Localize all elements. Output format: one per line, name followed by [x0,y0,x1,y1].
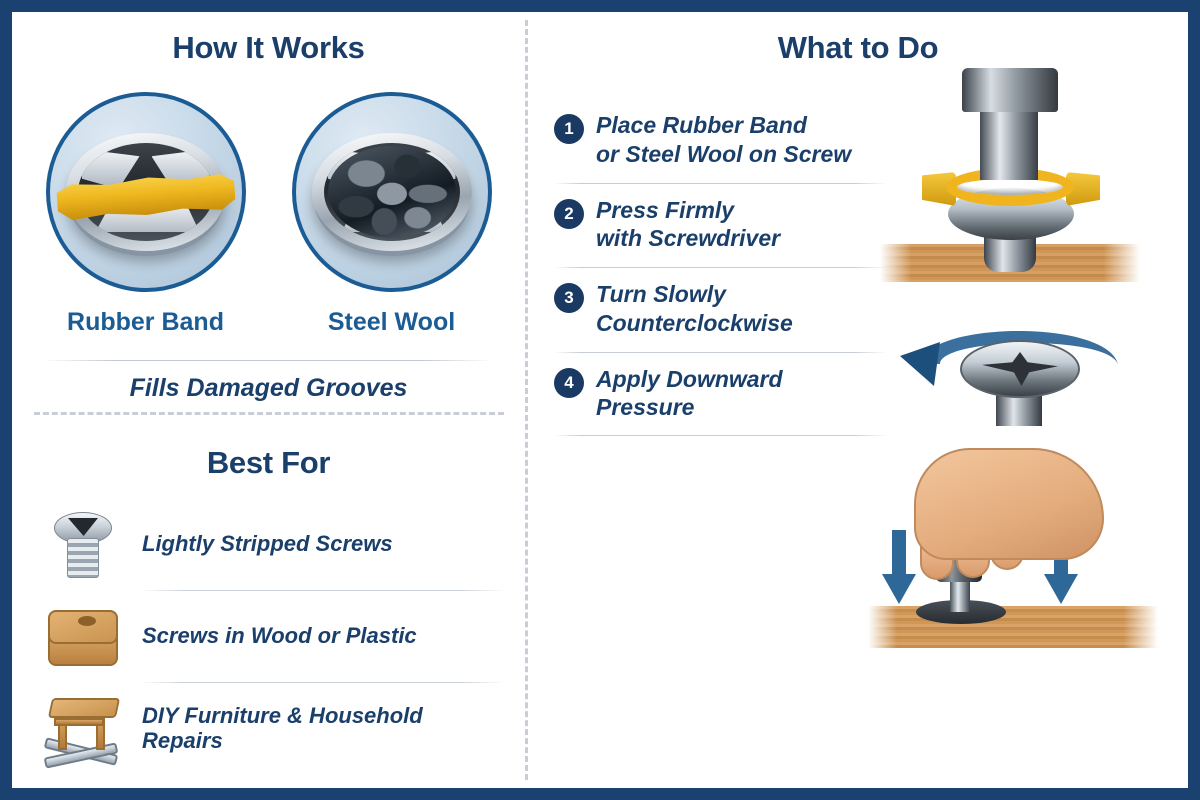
best-for-list: Lightly Stripped Screws Screws in Wood o… [40,498,505,774]
step-item: 1 Place Rubber Band or Steel Wool on Scr… [554,98,879,183]
screw-head-with-steel-wool-icon [291,92,492,292]
screwdriver-shaft-shape [980,110,1038,180]
wood-plank-shape [868,606,1158,648]
medallion-label: Steel Wool [327,308,456,336]
medallion-label: Rubber Band [67,308,224,336]
step-number-badge: 2 [554,198,584,229]
how-it-works-title: How It Works [172,30,365,65]
vertical-panel-divider [525,20,528,780]
list-item: DIY Furniture & Household Repairs [40,682,505,774]
wood-block-icon [40,596,126,676]
medallion-rubber-band: Rubber Band [41,92,251,337]
table-apron-shape [54,718,104,726]
hand-applying-downward-pressure-illustration [868,442,1158,652]
step-line-2: Counterclockwise [596,309,793,336]
table-top-shape [47,698,121,718]
fills-damaged-grooves-caption: Fills Damaged Grooves [129,374,408,402]
step-line-1: Place Rubber Band [596,112,807,138]
step-line-1: Press Firmly [596,196,735,223]
step-line-1: Turn Slowly [596,281,726,307]
step-label: Press Firmly with Screwdriver [596,196,780,254]
down-arrow-icon [1044,530,1078,604]
caption-rule [42,360,494,361]
step-item: 2 Press Firmly with Screwdriver [554,182,887,268]
step-number-badge: 3 [554,283,584,313]
step-line-2: or Steel Wool on Screw [596,140,852,167]
step-number-badge: 1 [554,114,584,144]
screw-head-with-rubber-band-icon [45,92,246,292]
down-arrow-icon [882,530,916,604]
screwdriver-handle-shape [962,68,1058,112]
step-label: Apply Downward Pressure [596,365,783,423]
left-panel: How It Works Ru [12,12,525,788]
wood-block-hole [78,616,96,626]
screwdriver-shaft-shape [950,578,970,612]
counterclockwise-rotation-arrow-illustration [884,312,1144,437]
step-label: Place Rubber Band or Steel Wool on Screw [596,111,851,169]
list-item-label: Lightly Stripped Screws [142,531,393,557]
table-and-tools-icon [40,688,126,769]
medallion-steel-wool: Steel Wool [287,92,497,337]
list-item: Screws in Wood or Plastic [40,590,505,682]
stripped-screw-icon [40,504,126,584]
step-label: Turn Slowly Counterclockwise [596,280,793,338]
list-item-label: DIY Furniture & Household Repairs [142,702,423,753]
step-number-badge: 4 [554,367,584,398]
step-line-1: Apply Downward [596,365,783,392]
counterclockwise-arrow-icon [900,330,1118,386]
step-line-2: with Screwdriver [596,225,781,252]
list-item-label: Screws in Wood or Plastic [142,623,417,649]
list-item: Lightly Stripped Screws [40,498,505,590]
what-to-do-title: What to Do [777,30,939,65]
horizontal-section-divider [34,412,504,415]
medallion-group: Rubber Band St [12,92,525,337]
right-panel: What to Do 1 Place Rubber Band or Steel … [528,12,1188,788]
step-item: 3 Turn Slowly Counterclockwise [554,267,887,352]
best-for-title: Best For [206,445,331,480]
steps-list: 1 Place Rubber Band or Steel Wool on Scr… [554,98,887,437]
screw-shank-shape [67,538,99,578]
infographic-frame: How It Works Ru [9,9,1191,791]
hand-shape [914,448,1104,560]
step-line-2: Pressure [596,394,695,421]
screwdriver-with-rubber-band-on-screw-illustration [880,68,1140,303]
wood-block-top [48,610,118,644]
steel-wool-icon [327,146,456,238]
step-item: 4 Apply Downward Pressure [554,351,887,437]
